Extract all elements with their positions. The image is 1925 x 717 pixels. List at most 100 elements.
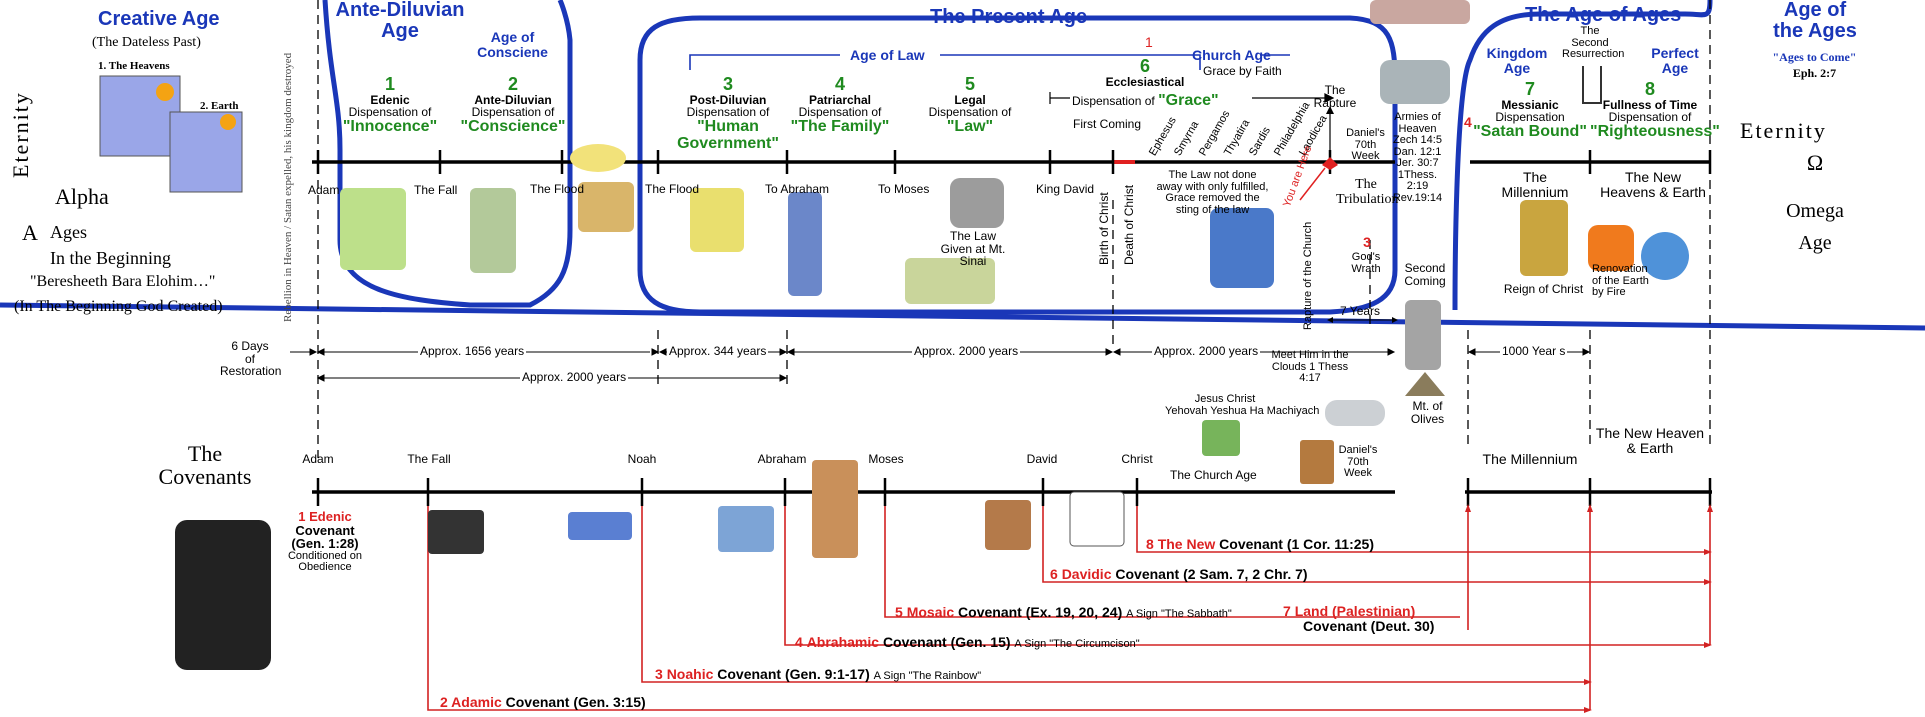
eph-ref: Eph. 2:7 [1792,66,1837,80]
eternity-right-label: Eternity [1740,118,1827,143]
law-not-done-label: The Law not done away with only fulfille… [1156,169,1269,216]
church-age-label: Church Age [1192,47,1271,63]
omega-label: Omega [1786,200,1844,222]
ages-to-come: "Ages to Come" [1772,50,1857,64]
dispensation-6: 6 Ecclesiastical [1105,56,1185,89]
point-to-moses: To Moses [878,182,930,196]
cov-point-adam: Adam [302,452,334,466]
ante-diluvian-bulge [322,0,573,308]
age-of-ages-title: The Age of Ages [1525,4,1682,26]
dispensation-8: 8 Fullness of Time Dispensation of "Righ… [1590,79,1720,141]
covenant-2: 2 Adamic Covenant (Gen. 3:15) [440,694,646,710]
rainbow-picture [570,144,626,172]
renovation-label: Renovation of the Earth by Fire [1592,263,1649,299]
gift-picture [1202,420,1240,456]
armies-of-heaven: Armies of Heaven Zech 14:5 Dan. 12:1 Jer… [1392,111,1443,204]
covenant-7: 7 Land (Palestinian) Covenant (Deut. 30) [1283,603,1435,634]
dove-picture [1210,208,1274,288]
point-the-fall: The Fall [414,183,458,197]
span-2000-grace: Approx. 2000 years [1152,344,1261,358]
reign-of-christ: Reign of Christ [1503,282,1584,296]
grace-by-faith: Grace by Faith [1203,64,1282,78]
cov-point-christ: Christ [1121,452,1153,466]
serpent-picture [428,510,484,554]
adam-eve-picture [340,188,406,270]
creative-age-title: Creative Age [98,8,220,30]
law-given-label: The Law Given at Mt. Sinai [940,229,1006,269]
dateless-past: (The Dateless Past) [92,35,201,50]
dispensation-4: 4 Patriarchal Dispensation of "The Famil… [790,74,890,136]
new-heavens-upper: The New Heavens & Earth [1600,169,1706,200]
gods-wrath: God's Wrath [1351,251,1381,275]
sinai-picture [905,258,995,304]
globe-picture [1641,232,1689,280]
daniels-70th-lower: Daniel's 70th Week [1338,444,1378,480]
second-resurrection: The Second Resurrection [1562,25,1625,61]
cov-point-moses: Moses [868,452,904,466]
covenant-1: 1 Edenic Covenant (Gen. 1:28) Conditione… [287,509,362,574]
the-millennium-upper: The Millennium [1501,169,1569,200]
covenant-4: 4 Abrahamic Covenant (Gen. 15) A Sign "T… [795,634,1140,650]
the-church-age: The Church Age [1170,468,1257,482]
age-band-line [0,302,1925,331]
age-of-ages-bulge [1452,0,1713,311]
cov-point-noah: Noah [627,452,657,466]
span-1656: Approx. 1656 years [418,344,527,358]
torah-picture [175,520,271,670]
king-picture [1520,200,1568,276]
death-of-christ: Death of Christ [1122,184,1136,265]
dispensation-6-label: Dispensation of "Grace" [1072,92,1219,109]
babel-picture [690,188,744,252]
span-1000: 1000 Year s [1500,344,1568,358]
the-rapture: The Rapture [1313,83,1357,110]
abraham-picture [788,192,822,296]
cov-point-fall: The Fall [407,452,451,466]
david-picture [985,500,1031,550]
crosses-picture [1069,491,1125,547]
clouds-picture [1380,60,1450,104]
tablets-picture [950,178,1004,228]
point-king-david: King David [1036,182,1095,196]
earth-label: 2. Earth [200,100,239,112]
daniels-70th-week: Daniel's 70th Week [1346,127,1385,163]
rainbow2-picture [568,512,632,540]
seven-years: 7 Years [1340,304,1381,318]
omega-symbol-icon: Ω [1806,150,1824,175]
point-flood-2: The Flood [645,182,700,196]
span-2000-law: Approx. 2000 years [912,344,1021,358]
first-coming: First Coming [1073,117,1142,131]
dispensation-1: 1 Edenic Dispensation of "Innocence" [342,74,438,136]
alpha-symbol-icon: A [22,220,38,245]
second-coming: Second Coming [1404,261,1446,288]
rebellion-label: Rebellion in Heaven / Satan expelled, hi… [282,52,294,322]
point-the-flood: The Flood [530,182,585,196]
fall-picture [470,188,516,273]
span-2000-ante: Approx. 2000 years [520,370,629,384]
in-the-beginning: In the Beginning [50,248,171,268]
resurrection-arrow-icon [1582,66,1602,104]
dispensation-5: 5 Legal Dispensation of "Law" [928,74,1012,136]
church-age-number: 1 [1145,34,1153,50]
christ-picture [1405,300,1441,370]
gods-wrath-number: 3 [1363,234,1371,250]
covenant-scroll-picture [718,506,774,552]
span-344: Approx. 344 years [667,344,769,358]
altar-picture [812,460,858,558]
alpha-label: Alpha [55,184,109,209]
mountain-picture [1405,372,1445,396]
dispensation-2: 2 Ante-Diluvian Dispensation of "Conscie… [460,74,566,136]
eternity-left-label: Eternity [8,91,33,178]
church-picture [1300,440,1334,484]
mt-of-olives: Mt. of Olives [1410,399,1445,426]
god-created: (In The Beginning God Created) [14,298,223,315]
age-label: Age [1798,232,1832,254]
age-of-law-label: Age of Law [850,47,925,63]
